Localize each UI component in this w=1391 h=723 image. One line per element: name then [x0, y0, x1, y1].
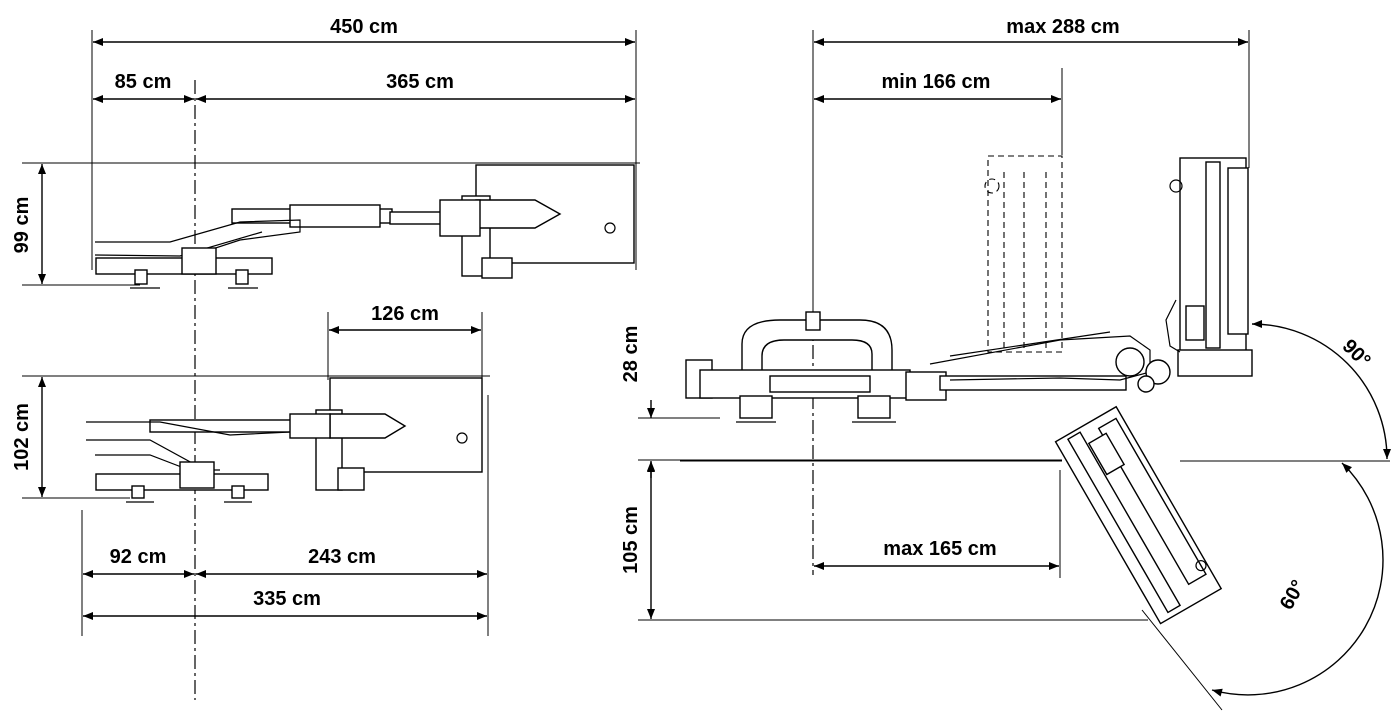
boom-arm	[929, 331, 1171, 393]
dim-label-offset-85: 85 cm	[115, 71, 172, 93]
mower-ghost-position	[984, 155, 1063, 353]
dim-label-reach-243: 243 cm	[308, 546, 376, 568]
dim-label-offset-92: 92 cm	[110, 546, 167, 568]
angle-arc-90	[1251, 320, 1391, 460]
dim-label-total-335: 335 cm	[253, 588, 321, 610]
flail-mower-top-view	[94, 164, 635, 289]
rear-view: max 288 cm min 166 cm 28 cm 105 cm max 1…	[620, 16, 1391, 711]
mower-head-vertical	[1165, 157, 1253, 377]
dim-label-reach-365: 365 cm	[386, 71, 454, 93]
bottom-view: 126 cm 102 cm 92	[11, 303, 490, 636]
dim-label-total-width: 450 cm	[330, 16, 398, 38]
dim-label-max-288: max 288 cm	[1006, 16, 1119, 38]
dim-label-head-126: 126 cm	[371, 303, 439, 325]
dim-label-depth-105: 105 cm	[620, 506, 642, 574]
dim-label-min-166: min 166 cm	[882, 71, 991, 93]
flail-mower-folded-view	[86, 377, 483, 503]
dim-label-height-102: 102 cm	[11, 403, 33, 471]
dim-label-height-28: 28 cm	[620, 326, 642, 383]
top-view: 450 cm 85 cm 365 cm 99 cm	[11, 16, 640, 700]
tractor-hitch-frame	[685, 311, 947, 423]
dim-label-max-165: max 165 cm	[883, 538, 996, 560]
angle-arc-60	[1211, 462, 1384, 697]
angle-label-90: 90°	[1338, 335, 1375, 372]
dim-label-height-99: 99 cm	[11, 197, 33, 254]
mower-head-angled	[1054, 405, 1223, 625]
angle-label-60: 60°	[1276, 576, 1310, 613]
